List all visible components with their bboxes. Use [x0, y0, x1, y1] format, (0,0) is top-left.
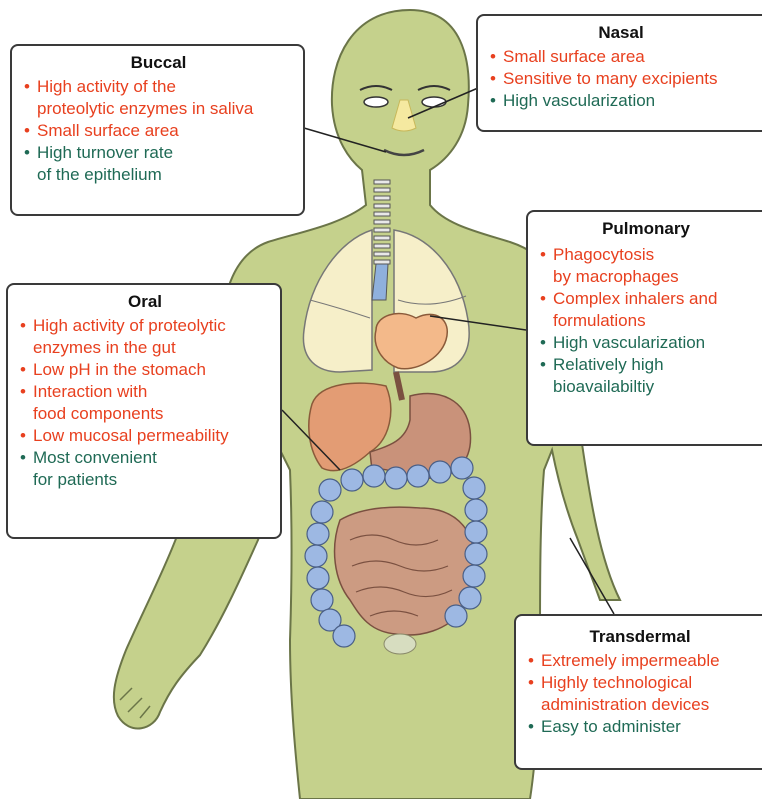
callout-item: of the epithelium: [24, 164, 293, 186]
callout-item: administration devices: [528, 694, 752, 716]
callout-title: Oral: [20, 291, 270, 313]
callout-item: enzymes in the gut: [20, 337, 270, 359]
callout-title: Nasal: [490, 22, 752, 44]
callout-item: proteolytic enzymes in saliva: [24, 98, 293, 120]
callout-item: Interaction with: [20, 381, 270, 403]
callout-item: by macrophages: [540, 266, 752, 288]
callout-item: for patients: [20, 469, 270, 491]
right-eye: [422, 97, 446, 107]
callout-nasal: Nasal Small surface areaSensitive to man…: [476, 14, 762, 132]
callout-item: Highly technological: [528, 672, 752, 694]
callout-transdermal: Transdermal Extremely impermeableHighly …: [514, 614, 762, 770]
callout-item: Sensitive to many excipients: [490, 68, 752, 90]
callout-title: Buccal: [24, 52, 293, 74]
callout-item: Extremely impermeable: [528, 650, 752, 672]
callout-item: Most convenient: [20, 447, 270, 469]
callout-item: High activity of proteolytic: [20, 315, 270, 337]
callout-item: High vascularization: [540, 332, 752, 354]
callout-title: Pulmonary: [540, 218, 752, 240]
callout-item: Low mucosal permeability: [20, 425, 270, 447]
callout-oral: Oral High activity of proteolyticenzymes…: [6, 283, 282, 539]
callout-list: Extremely impermeableHighly technologica…: [528, 650, 752, 738]
callout-item: Phagocytosis: [540, 244, 752, 266]
callout-item: formulations: [540, 310, 752, 332]
callout-list: Small surface areaSensitive to many exci…: [490, 46, 752, 112]
callout-item: bioavailabiltiy: [540, 376, 752, 398]
callout-item: High activity of the: [24, 76, 293, 98]
callout-item: food components: [20, 403, 270, 425]
callout-title: Transdermal: [528, 626, 752, 648]
callout-item: Small surface area: [490, 46, 752, 68]
callout-item: Complex inhalers and: [540, 288, 752, 310]
callout-item: Low pH in the stomach: [20, 359, 270, 381]
callout-item: Small surface area: [24, 120, 293, 142]
callout-item: High turnover rate: [24, 142, 293, 164]
callout-item: Relatively high: [540, 354, 752, 376]
callout-item: Easy to administer: [528, 716, 752, 738]
left-eye: [364, 97, 388, 107]
bladder: [384, 634, 416, 654]
callout-item: High vascularization: [490, 90, 752, 112]
